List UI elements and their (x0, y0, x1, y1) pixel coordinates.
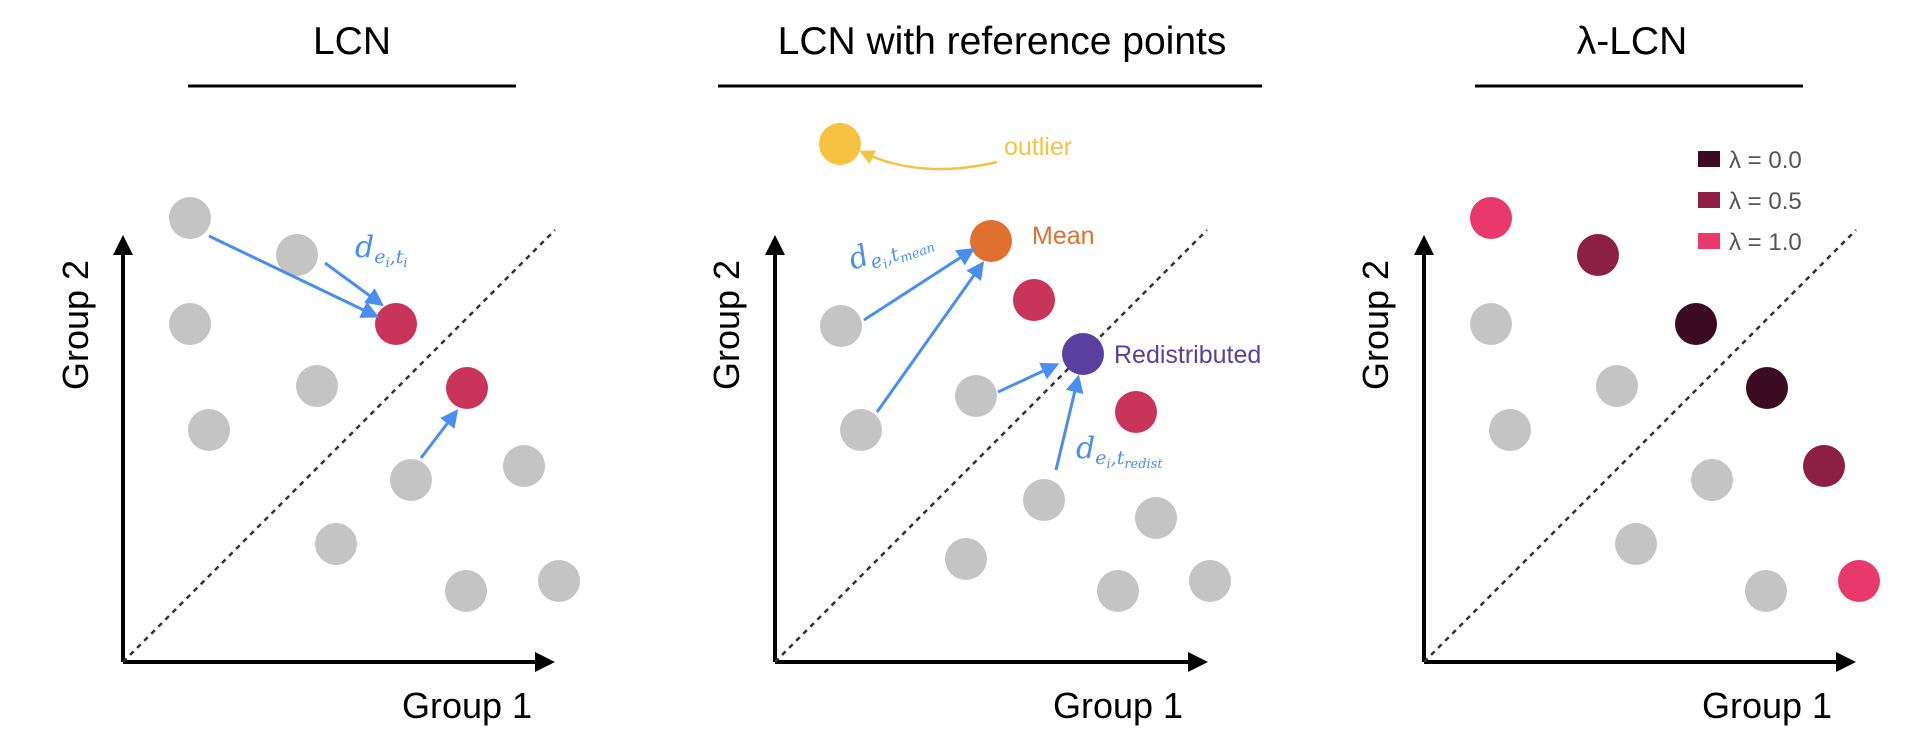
legend-label: λ = 1.0 (1729, 229, 1802, 256)
distance-arrow (1054, 374, 1084, 471)
data-point (1691, 459, 1733, 501)
legend-swatch-lambda-0 (1698, 151, 1720, 167)
panel-title: LCN with reference points (778, 20, 1227, 63)
distance-arrow (997, 362, 1060, 394)
data-point (840, 409, 882, 451)
legend: λ = 0.0 λ = 0.5 λ = 1.0 (1698, 147, 1802, 256)
data-point (169, 303, 211, 345)
data-point (1189, 560, 1231, 602)
target-point (446, 367, 488, 409)
redistributed-point (1062, 333, 1104, 375)
lambda-1-point (1470, 197, 1512, 239)
distance-arrow (863, 248, 976, 322)
data-point (188, 409, 230, 451)
mean-label: Mean (1032, 222, 1095, 250)
target-point (375, 303, 417, 345)
legend-label: λ = 0.0 (1729, 147, 1802, 174)
data-point (945, 538, 987, 580)
target-point (1115, 391, 1157, 433)
data-point (1615, 523, 1657, 565)
data-point (1489, 409, 1531, 451)
data-point (1135, 497, 1177, 539)
data-point (1023, 479, 1065, 521)
y-axis-label: Group 2 (55, 260, 96, 390)
lambda-05-point (1803, 445, 1845, 487)
data-point (390, 459, 432, 501)
data-point (1596, 365, 1638, 407)
distance-arrow (419, 409, 459, 459)
x-axis-label: Group 1 (1053, 685, 1183, 726)
redistributed-label: Redistributed (1114, 341, 1261, 369)
lambda-0-point (1675, 303, 1717, 345)
data-point (1470, 303, 1512, 345)
distance-arrow (208, 234, 380, 318)
outlier-arrow (859, 150, 998, 171)
parity-line (122, 229, 556, 663)
distance-arrow (875, 261, 985, 413)
distance-label: dei,ti (355, 230, 408, 271)
data-point (169, 197, 211, 239)
distance-mean-label: dei,tmean (844, 216, 937, 283)
distance-arrow (324, 261, 384, 307)
legend-swatch-lambda-05 (1698, 192, 1720, 208)
y-axis-label: Group 2 (706, 260, 747, 390)
data-point (315, 523, 357, 565)
y-axis-label: Group 2 (1355, 260, 1396, 390)
parity-line (1423, 229, 1857, 663)
lambda-05-point (1577, 234, 1619, 276)
data-point (1745, 570, 1787, 612)
data-point (538, 560, 580, 602)
panel-lambda-lcn: λ-LCN Group 1 Group 2 λ = 0.0 λ = 0.5 λ … (1355, 20, 1880, 726)
data-point (296, 365, 338, 407)
panel-lcn-reference-points: LCN with reference points Group 1 Group … (706, 20, 1262, 726)
outlier-label: outlier (1004, 133, 1072, 161)
lambda-1-point (1838, 560, 1880, 602)
x-axis-label: Group 1 (1702, 685, 1832, 726)
data-point (276, 234, 318, 276)
legend-swatch-lambda-1 (1698, 233, 1720, 249)
data-point (820, 305, 862, 347)
parity-line (774, 229, 1208, 663)
panel-title: λ-LCN (1577, 20, 1688, 63)
distance-redist-label: dei,tredist (1076, 431, 1163, 472)
data-point (1097, 570, 1139, 612)
panel-title: LCN (313, 20, 391, 63)
x-axis-label: Group 1 (402, 685, 532, 726)
outlier-point (819, 123, 861, 165)
target-point (1013, 279, 1055, 321)
lambda-0-point (1746, 367, 1788, 409)
legend-label: λ = 0.5 (1729, 188, 1802, 215)
data-point (445, 570, 487, 612)
panel-lcn: LCN Group 1 Group 2 dei,ti (55, 20, 580, 726)
mean-point (970, 220, 1012, 262)
data-point (503, 445, 545, 487)
data-point (955, 375, 997, 417)
